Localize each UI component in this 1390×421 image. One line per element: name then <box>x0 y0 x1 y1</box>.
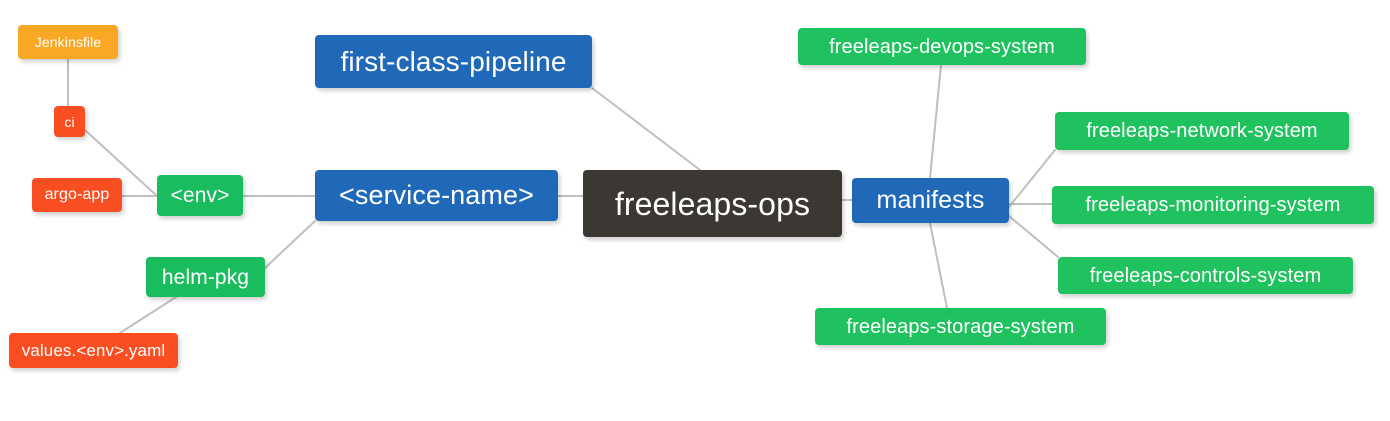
node-label: values.<env>.yaml <box>21 341 166 360</box>
node-service-name[interactable]: <service-name> <box>315 170 558 221</box>
node-first-class-pipeline[interactable]: first-class-pipeline <box>315 35 592 88</box>
node-ci[interactable]: ci <box>54 106 85 137</box>
node-values-yaml[interactable]: values.<env>.yaml <box>9 333 178 368</box>
edge-first-class-pipeline-to-freeleaps-ops <box>591 87 701 171</box>
node-label: Jenkinsfile <box>34 34 102 50</box>
node-freeleaps-network-system[interactable]: freeleaps-network-system <box>1055 112 1349 150</box>
node-label: first-class-pipeline <box>340 45 567 77</box>
node-label: freeleaps-monitoring-system <box>1085 194 1341 216</box>
node-freeleaps-devops-system[interactable]: freeleaps-devops-system <box>798 28 1086 65</box>
edge-manifests-to-freeleaps-controls-system <box>1008 215 1059 258</box>
node-label: freeleaps-ops <box>614 185 811 222</box>
node-freeleaps-controls-system[interactable]: freeleaps-controls-system <box>1058 257 1353 294</box>
node-label: freeleaps-network-system <box>1086 120 1318 142</box>
node-freeleaps-ops[interactable]: freeleaps-ops <box>583 170 842 237</box>
node-freeleaps-storage-system[interactable]: freeleaps-storage-system <box>815 308 1106 345</box>
node-label: freeleaps-devops-system <box>829 35 1055 58</box>
node-label: <service-name> <box>339 180 534 210</box>
node-env[interactable]: <env> <box>157 175 243 216</box>
node-label: manifests <box>876 186 985 214</box>
edge-manifests-to-freeleaps-devops-system <box>929 64 942 179</box>
node-label: helm-pkg <box>161 265 250 289</box>
node-label: <env> <box>170 184 230 207</box>
node-label: ci <box>64 113 75 130</box>
node-label: argo-app <box>44 186 110 203</box>
node-label: freeleaps-controls-system <box>1089 264 1322 287</box>
node-label: freeleaps-storage-system <box>846 315 1075 338</box>
edge-helm-pkg-to-service-name <box>264 220 316 269</box>
edge-manifests-to-freeleaps-network-system <box>1008 149 1056 208</box>
node-argo-app[interactable]: argo-app <box>32 178 122 212</box>
node-jenkinsfile[interactable]: Jenkinsfile <box>18 25 118 59</box>
node-helm-pkg[interactable]: helm-pkg <box>146 257 265 297</box>
node-freeleaps-monitoring-system[interactable]: freeleaps-monitoring-system <box>1052 186 1374 224</box>
node-manifests[interactable]: manifests <box>852 178 1009 223</box>
edge-values-yaml-to-helm-pkg <box>119 296 177 334</box>
edge-manifests-to-freeleaps-storage-system <box>929 222 948 309</box>
